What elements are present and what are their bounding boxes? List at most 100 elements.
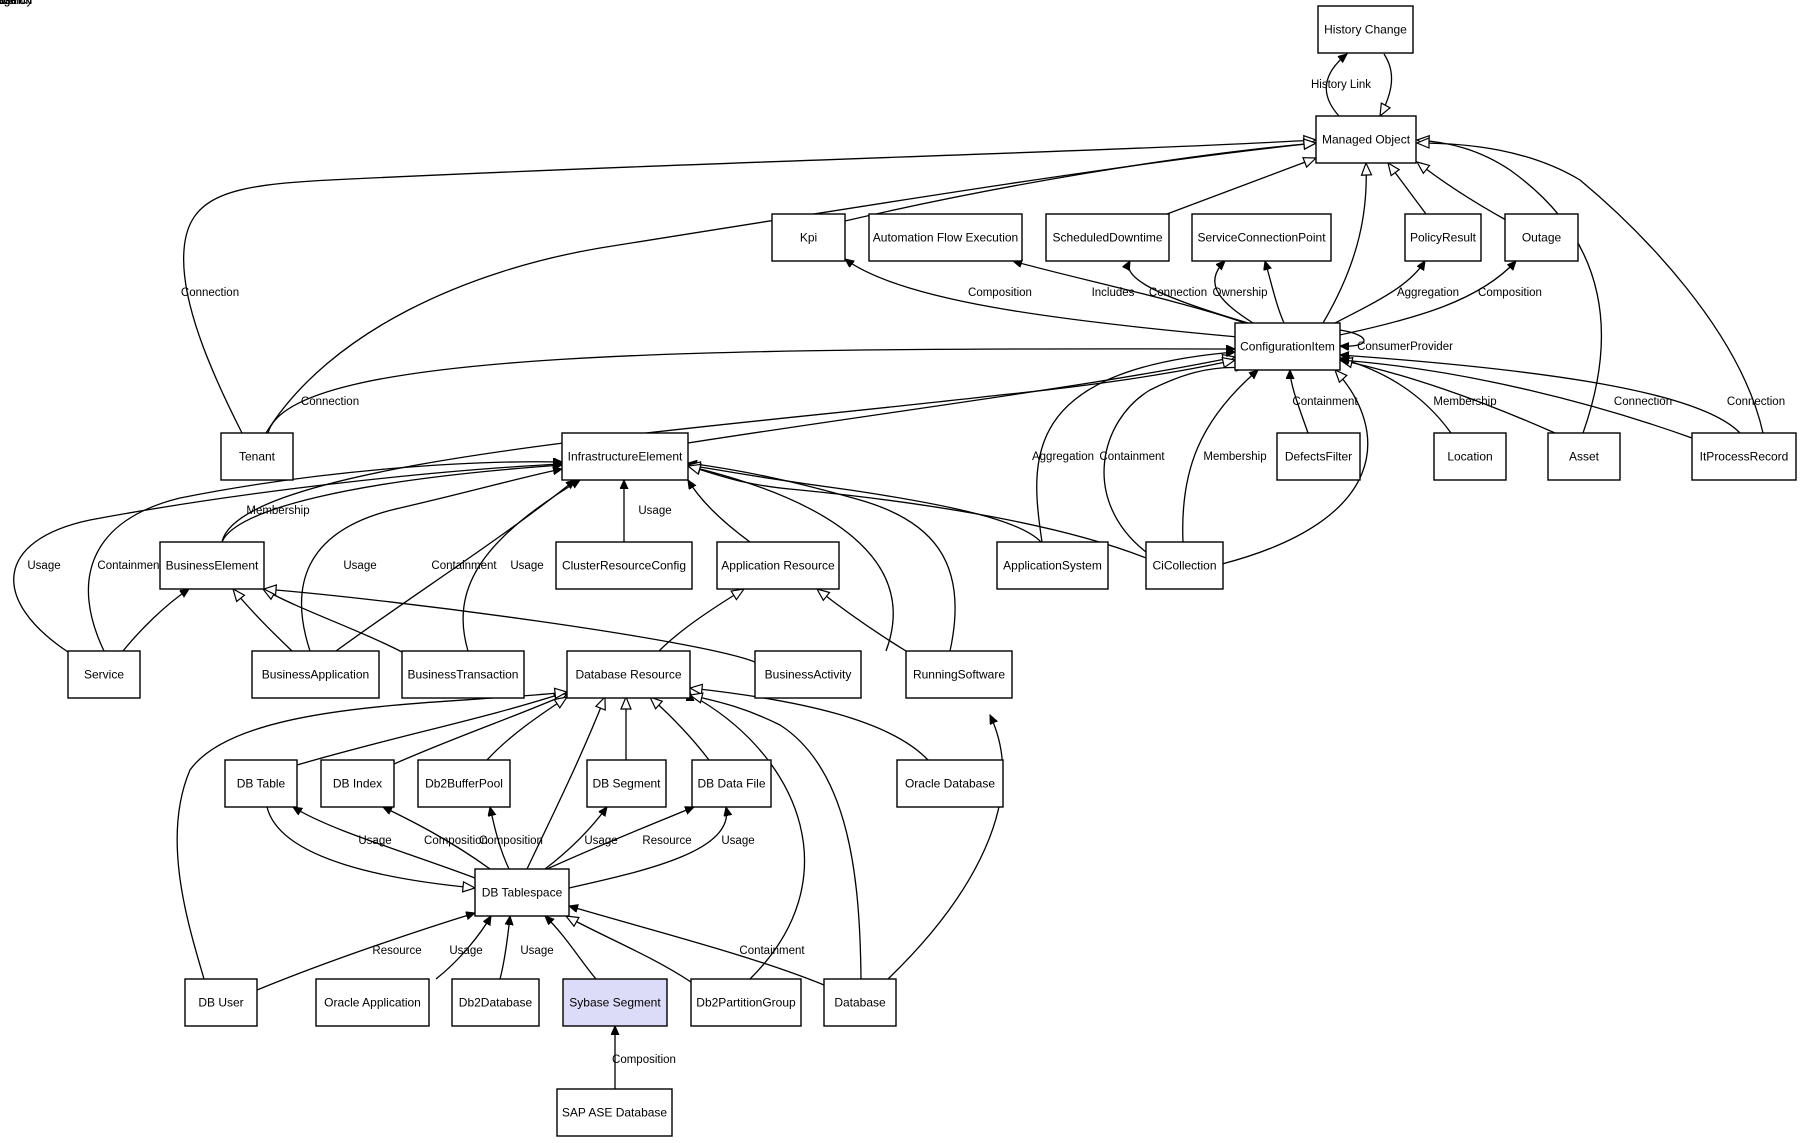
node-box[interactable] [690,978,802,1027]
edge-line [182,134,1318,434]
node-service-connection-point[interactable]: ServiceConnectionPoint [1191,213,1332,262]
node-box[interactable] [451,978,540,1027]
edge-line [122,589,189,652]
node-box[interactable] [562,978,668,1027]
node-box[interactable] [67,650,141,699]
node-kpi[interactable]: Kpi [771,213,846,262]
edge-db-data-file-to-database-resource [526,695,606,870]
node-box[interactable] [224,759,298,808]
node-box[interactable] [771,213,846,262]
node-configuration-item[interactable]: ConfigurationItem [1234,322,1341,371]
node-db-index[interactable]: DB Index [320,759,395,808]
node-oracle-application[interactable]: Oracle Application [315,978,430,1027]
node-sap-ase-database[interactable]: SAP ASE Database [556,1088,673,1137]
node-box[interactable] [401,650,525,699]
node-policy-result[interactable]: PolicyResult [1404,213,1482,262]
node-box[interactable] [1504,213,1579,262]
edge-line [1290,370,1309,434]
node-business-transaction[interactable]: BusinessTransaction [401,650,525,699]
node-box[interactable] [566,650,691,699]
node-box[interactable] [184,978,258,1027]
node-box[interactable] [1234,322,1341,371]
node-box[interactable] [320,759,395,808]
node-location[interactable]: Location [1433,432,1507,481]
node-sybase-segment[interactable]: Sybase Segment [562,978,668,1027]
node-database[interactable]: Database [823,978,897,1027]
node-box[interactable] [1547,432,1621,481]
node-label: Application Resource [721,559,835,573]
node-db-segment[interactable]: DB Segment [586,759,667,808]
node-box[interactable] [586,759,667,808]
node-box[interactable] [474,868,570,917]
node-ci-collection[interactable]: CiCollection [1145,541,1224,590]
node-db-table[interactable]: DB Table [224,759,298,808]
node-box[interactable] [561,432,689,481]
node-box[interactable] [823,978,897,1027]
node-scheduled-downtime[interactable]: ScheduledDowntime [1045,213,1170,262]
edges-layer [13,53,1764,1089]
node-tenant[interactable]: Tenant [220,432,294,481]
node-db2-database[interactable]: Db2Database [451,978,540,1027]
node-box[interactable] [1691,432,1797,481]
node-asset[interactable]: Asset [1547,432,1621,481]
edge-db-tablespace-to-db-segment [546,807,694,870]
node-box[interactable] [905,650,1013,699]
node-db-data-file[interactable]: DB Data File [691,759,772,808]
node-box[interactable] [417,759,511,808]
edge-line [1379,53,1393,118]
edge-line [887,715,1004,980]
node-cluster-resource-config[interactable]: ClusterResourceConfig [555,541,693,590]
node-it-process-record[interactable]: ItProcessRecord [1691,432,1797,481]
node-running-software[interactable]: RunningSoftware [905,650,1013,699]
node-box[interactable] [754,650,862,699]
edge-label: ConsumerProvider [1357,341,1453,353]
node-business-application[interactable]: BusinessApplication [251,650,380,699]
node-defects-filter[interactable]: DefectsFilter [1276,432,1361,481]
node-db-user[interactable]: DB User [184,978,258,1027]
node-oracle-database[interactable]: Oracle Database [896,759,1004,808]
node-business-activity[interactable]: BusinessActivity [754,650,862,699]
node-db2-partition-group[interactable]: Db2PartitionGroup [690,978,802,1027]
node-managed-object[interactable]: Managed Object [1315,115,1417,164]
edge-label: Composition [0,0,32,7]
node-box[interactable] [315,978,430,1027]
node-label: Location [1447,450,1492,464]
node-application-resource[interactable]: Application Resource [716,541,840,590]
node-box[interactable] [1315,115,1417,164]
node-label: Automation Flow Execution [873,231,1018,245]
node-box[interactable] [896,759,1004,808]
node-box[interactable] [868,213,1023,262]
edge-it-process-record-to-configuration-item [1340,355,1741,434]
node-business-element[interactable]: BusinessElement [159,541,265,590]
node-automation-flow[interactable]: Automation Flow Execution [868,213,1023,262]
node-box[interactable] [996,541,1109,590]
node-box[interactable] [1145,541,1224,590]
node-box[interactable] [159,541,265,590]
node-box[interactable] [1045,213,1170,262]
node-box[interactable] [1404,213,1482,262]
node-box[interactable] [1276,432,1361,481]
node-box[interactable] [1191,213,1332,262]
node-box[interactable] [556,1088,673,1137]
node-label: Database [834,996,886,1010]
edge-kpi-to-managed-object [844,138,1318,222]
node-db-tablespace[interactable]: DB Tablespace [474,868,570,917]
node-box[interactable] [691,759,772,808]
edge-line [267,349,1235,434]
node-history-change[interactable]: History Change [1317,5,1414,54]
node-box[interactable] [251,650,380,699]
node-box[interactable] [555,541,693,590]
node-infrastructure-element[interactable]: InfrastructureElement [561,432,689,481]
node-label: BusinessApplication [262,668,369,682]
node-db2-buffer-pool[interactable]: Db2BufferPool [417,759,511,808]
node-outage[interactable]: Outage [1504,213,1579,262]
edge-label: Usage [510,560,543,572]
node-database-resource[interactable]: Database Resource [566,650,691,699]
node-application-system[interactable]: ApplicationSystem [996,541,1109,590]
node-box[interactable] [1433,432,1507,481]
node-box[interactable] [716,541,840,590]
node-box[interactable] [1317,5,1414,54]
node-service[interactable]: Service [67,650,141,699]
node-box[interactable] [220,432,294,481]
edge-infrastructure-element-to-configuration-item [687,353,1237,444]
